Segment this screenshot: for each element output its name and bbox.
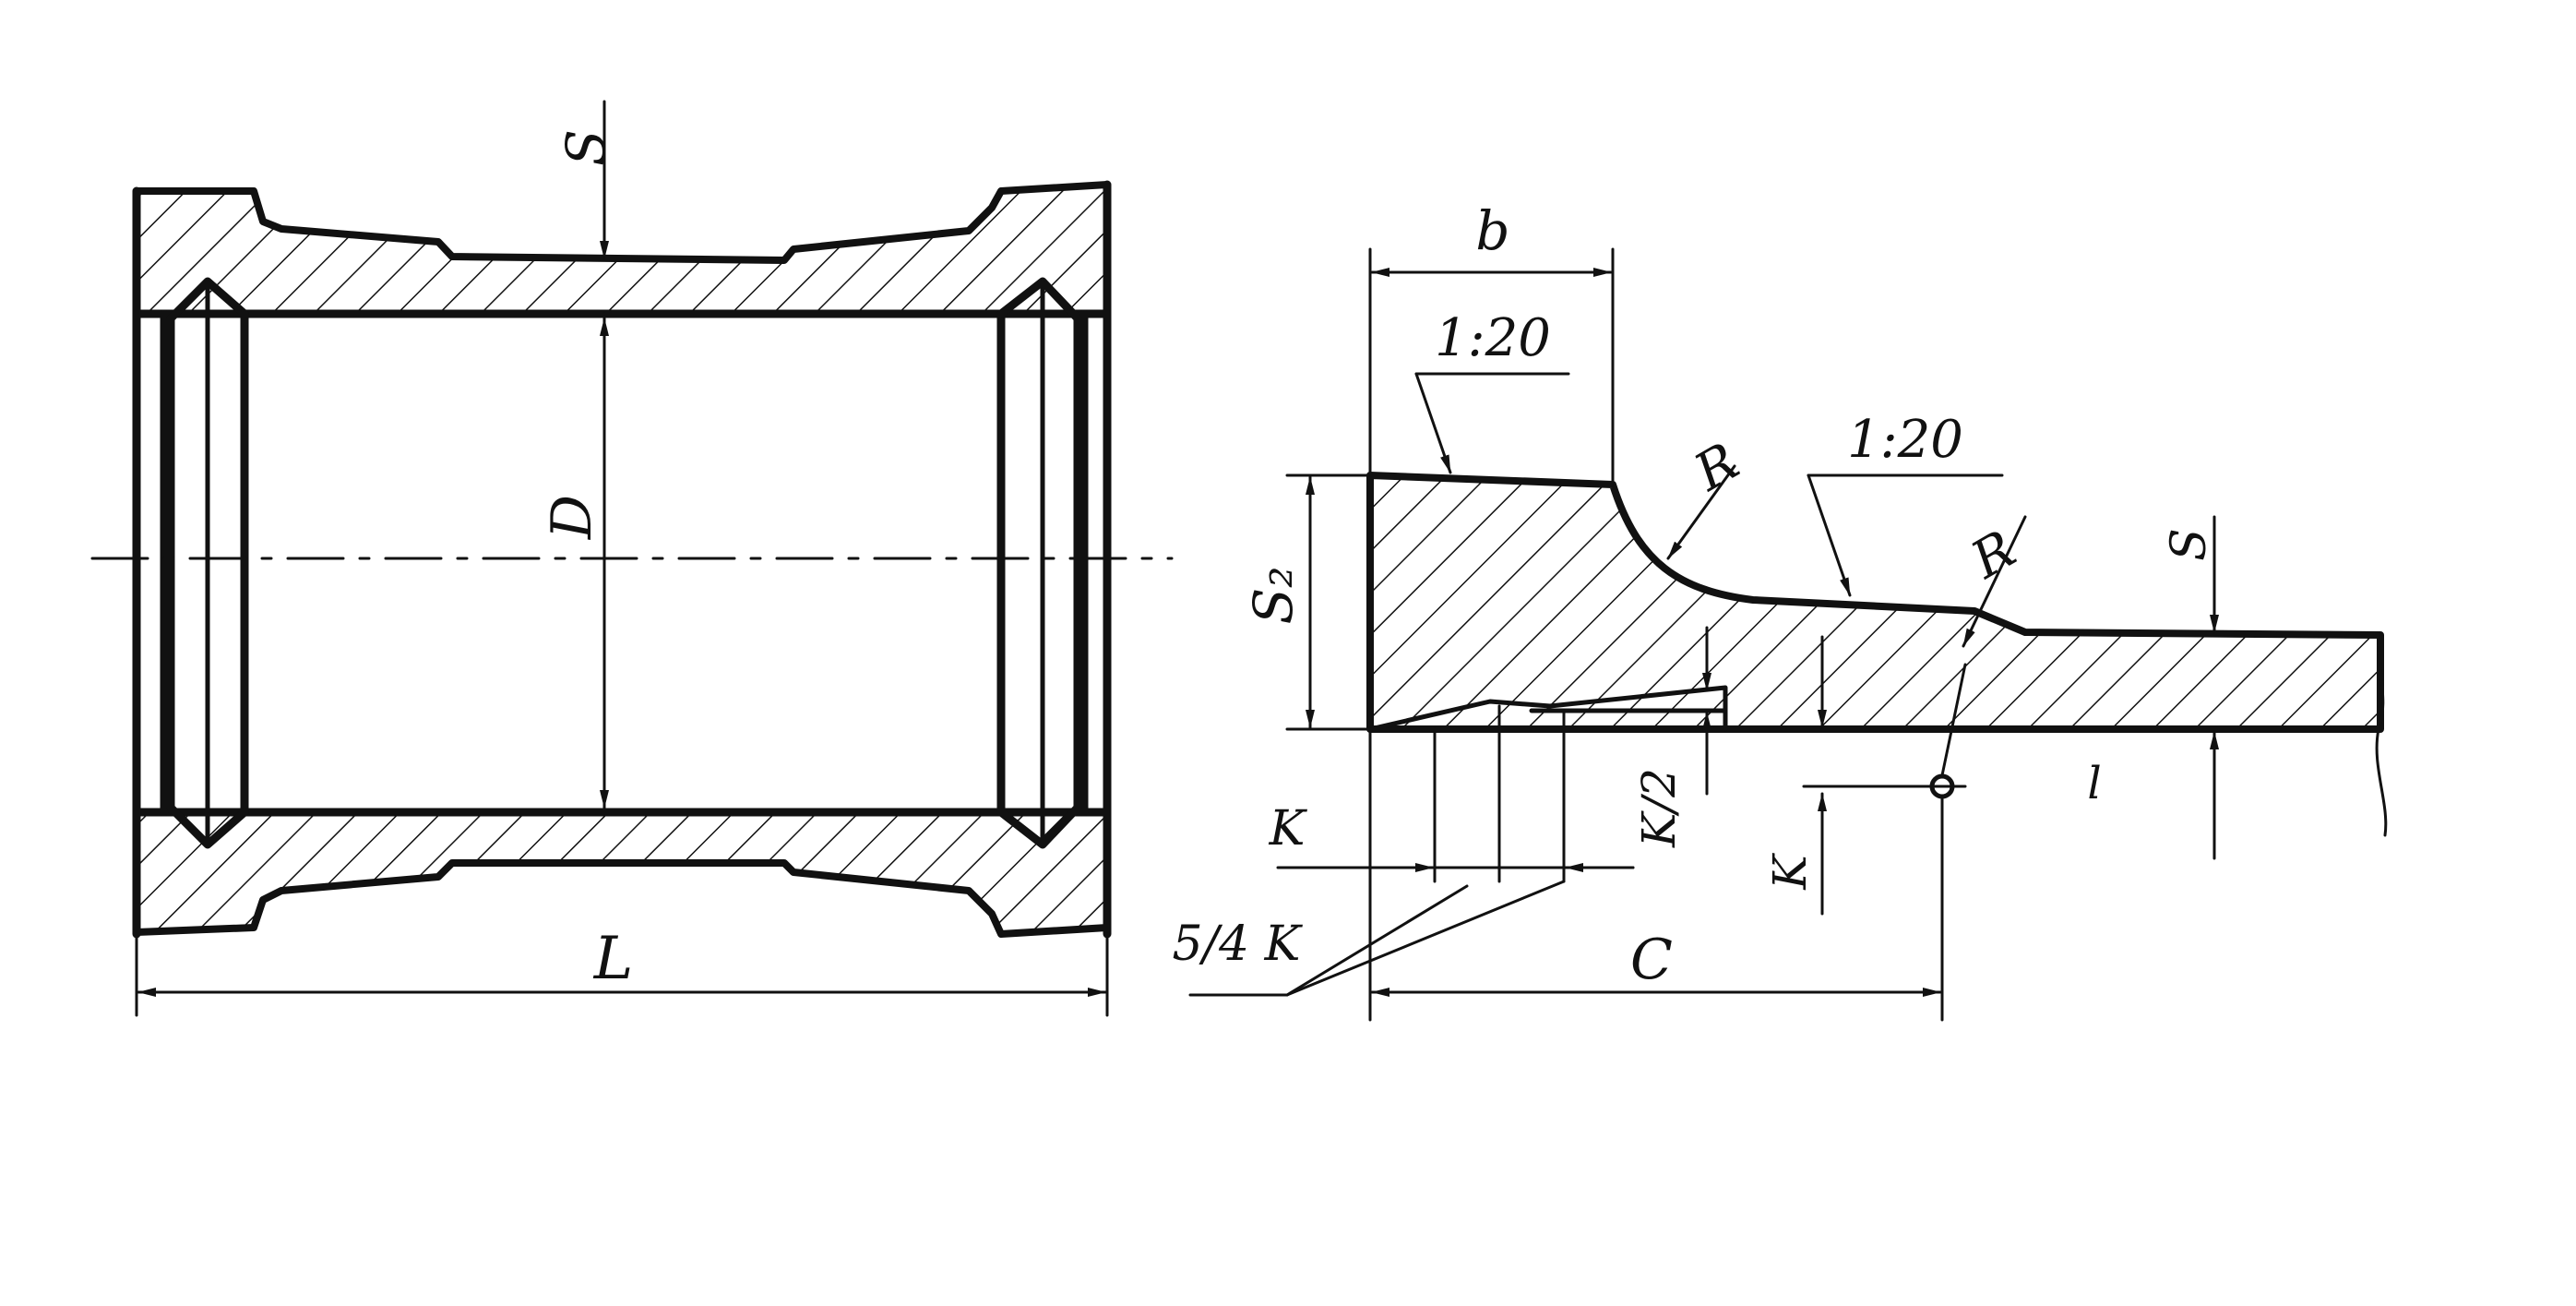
label-left-wall-thickness: S [555,129,617,166]
radius-upper-leader [1666,464,1736,560]
label-radius-upper: R [1684,432,1748,504]
five-fourths-leader-1 [1285,884,1469,997]
label-diameter: D [540,495,604,540]
right-socket-groove [996,277,1089,849]
radius-lower-leader-tail [1940,663,1967,777]
bell-detail-view: b 1:20 R 1:20 R S₂ S K/2 K [1172,199,2388,1022]
five-fourths-leader-2 [1285,880,1566,997]
sleeve-section-view: S D L [90,100,1174,1017]
label-radius-lower: R [1961,520,2025,592]
label-length: L [593,925,634,993]
label-line-mark: l [2087,758,2101,809]
sleeve-top-wall [133,181,1111,318]
label-k-left: K [1269,801,1308,857]
taper-lower-leader [1807,473,1852,597]
bell-inner-chamfer [1367,685,1728,732]
break-line [2375,633,2388,837]
label-k-half: K/2 [1632,768,1686,848]
sleeve-bottom-wall [133,809,1111,938]
label-taper-upper: 1:20 [1435,308,1551,368]
label-bell-width: b [1475,199,1509,262]
label-k-lower: K [1763,853,1817,891]
k-extension-lines [1368,704,1566,1022]
label-right-wall-thickness: S [2162,528,2217,561]
left-socket-groove [160,277,249,849]
radius-lower-leader [1962,515,2027,648]
label-five-fourths-k: 5/4 K [1172,917,1303,972]
label-depth-c: C [1630,928,1673,992]
bell-profile [1366,472,2384,733]
taper-upper-leader [1414,372,1452,474]
label-taper-lower: 1:20 [1847,410,1963,470]
label-bell-thickness: S₂ [1242,567,1305,625]
